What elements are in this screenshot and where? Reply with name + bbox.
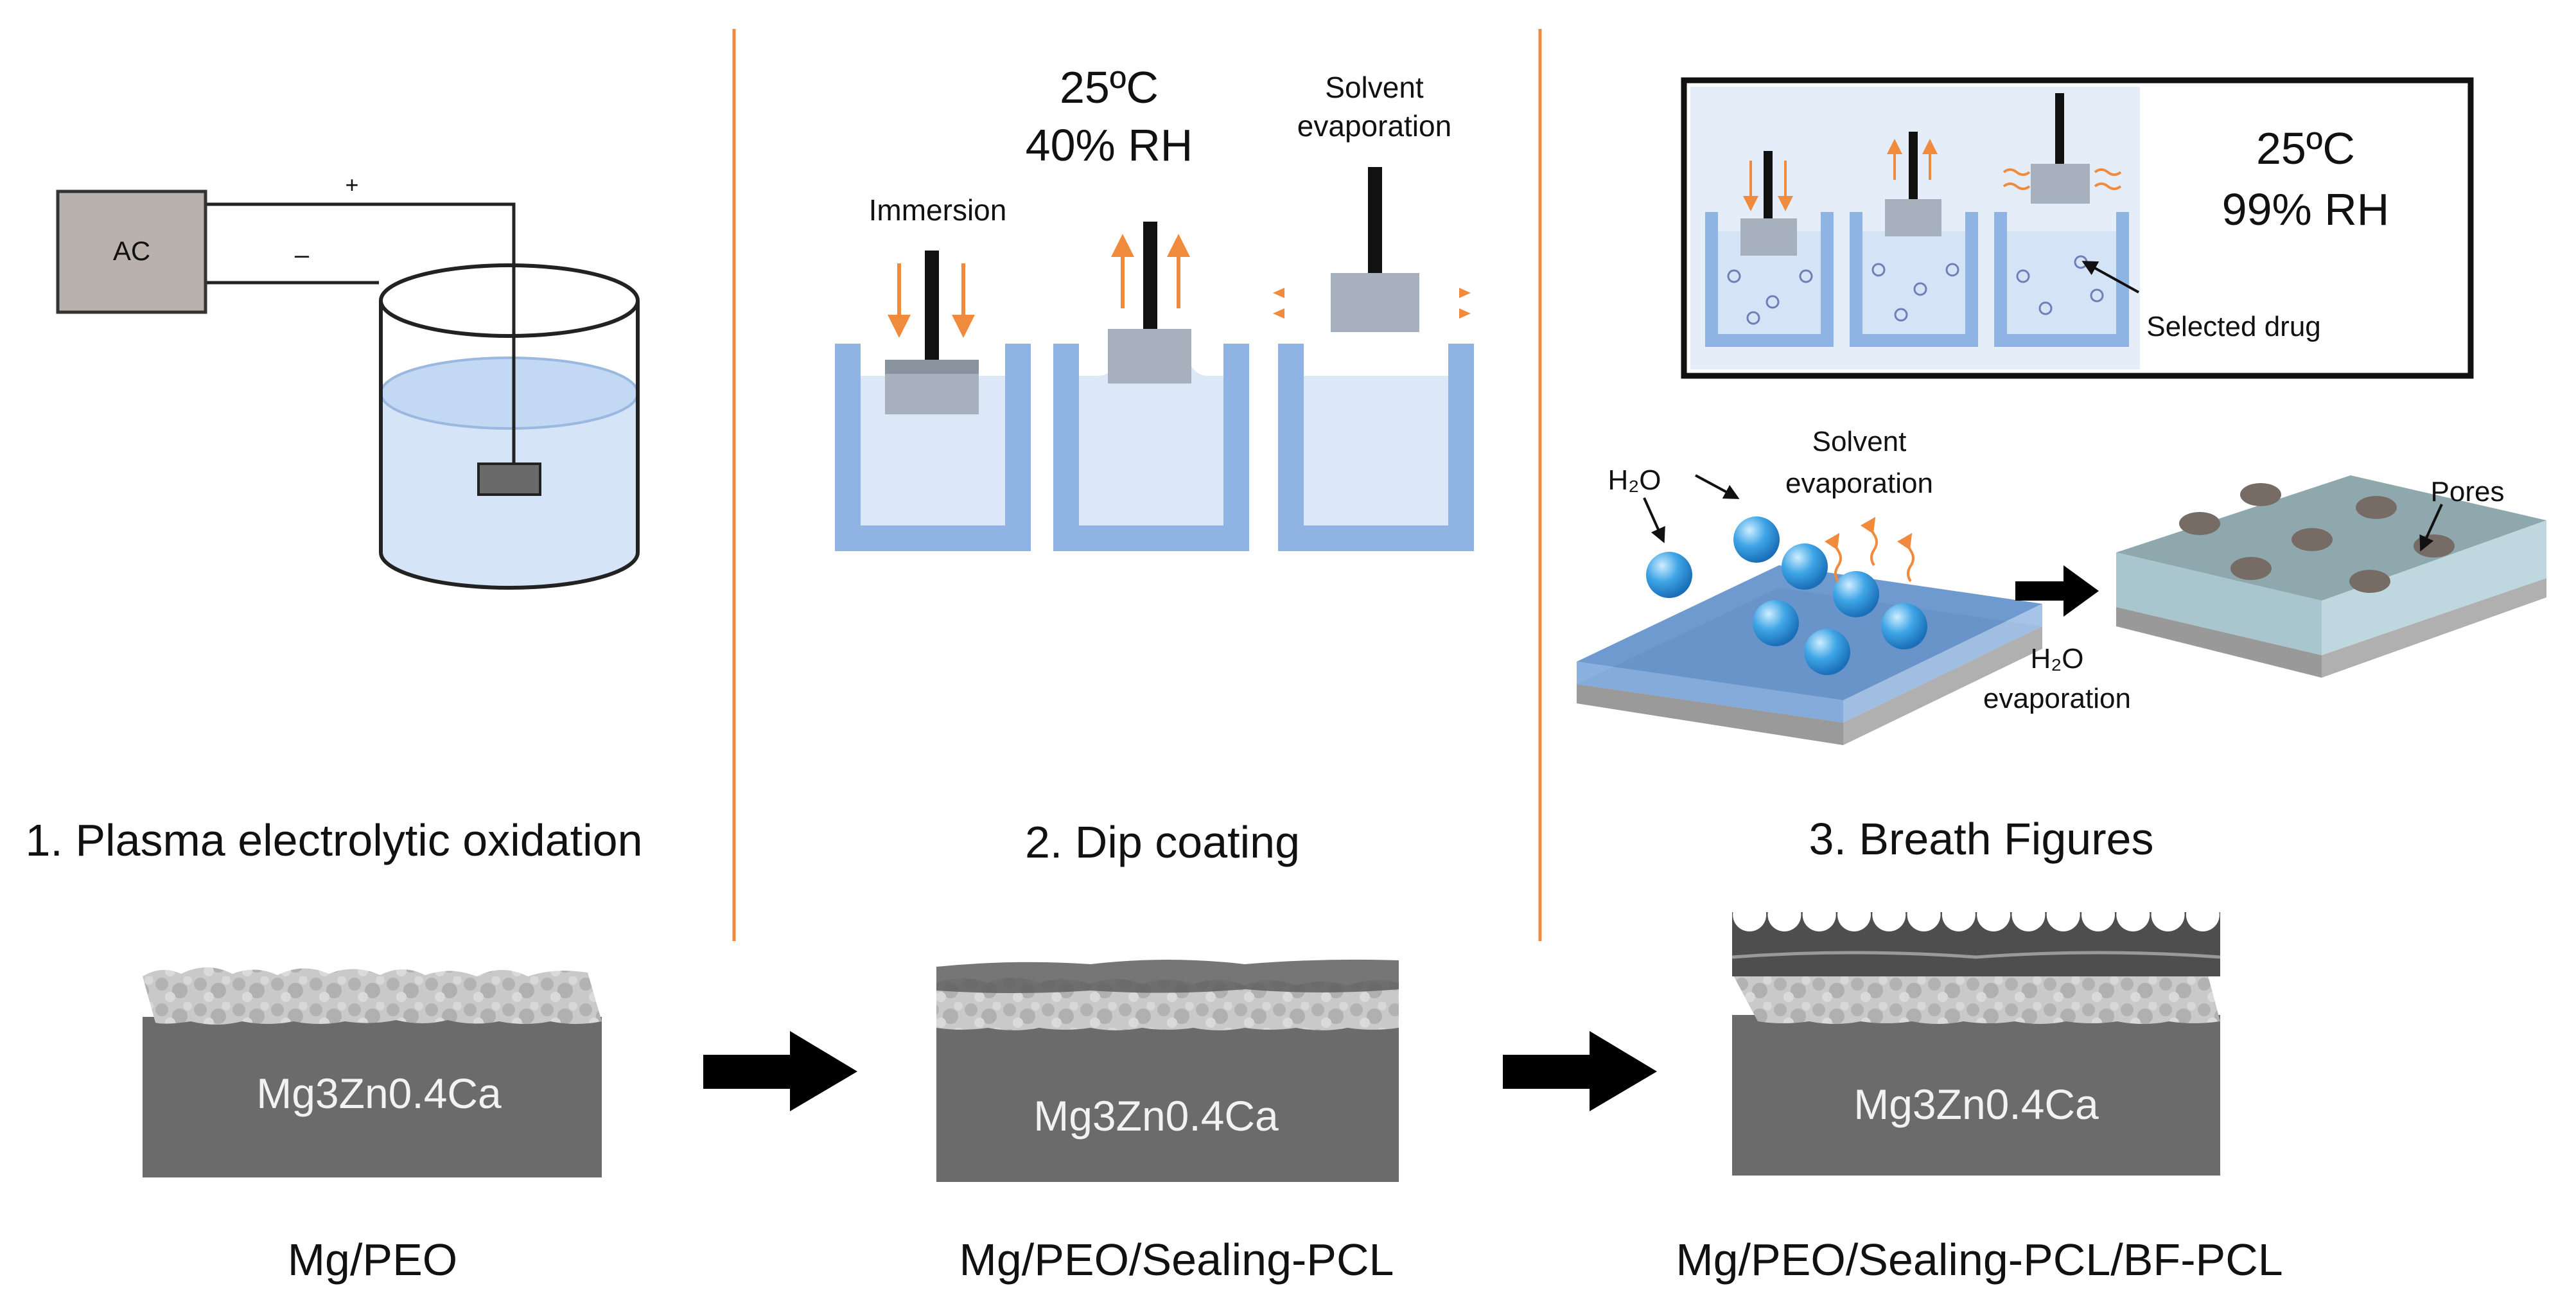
drug-label: Selected drug xyxy=(2146,311,2321,342)
peo-layer xyxy=(143,967,602,1025)
bf-pore xyxy=(2186,898,2220,931)
water-label: H₂O xyxy=(1608,464,1661,496)
step-title-dip: 2. Dip coating xyxy=(1025,817,1300,867)
mg-sample-electrode xyxy=(477,463,541,496)
immersion-label: Immersion xyxy=(869,193,1007,227)
dip-beaker-immersion xyxy=(835,251,1031,551)
ac-label: AC xyxy=(113,236,150,266)
plus-sign: + xyxy=(345,172,358,198)
water-evap-label-1: H₂O xyxy=(2030,643,2083,674)
bf-pore xyxy=(1837,898,1871,931)
bf-pore xyxy=(1733,898,1767,931)
bf-pore xyxy=(2081,898,2115,931)
temp-label-dip: 25ºC xyxy=(1060,62,1159,112)
water-pointer-1 xyxy=(1643,497,1665,543)
bf-beaker-immersion xyxy=(1705,151,1834,347)
sealing-line-bf xyxy=(1731,951,2221,959)
water-evap-label-2: evaporation xyxy=(1983,683,2131,714)
bf-pore xyxy=(2116,898,2150,931)
minus-sign: – xyxy=(295,241,310,269)
bf-pore xyxy=(1977,898,2011,931)
bf-pore-cutouts xyxy=(1733,898,2220,931)
electrolyte-surface xyxy=(380,357,639,430)
water-pointer-2 xyxy=(1695,474,1740,499)
beaker-body xyxy=(379,301,640,590)
dip-beaker-withdrawal xyxy=(1053,222,1249,551)
solvent-label-dip-1: Solvent xyxy=(1325,71,1424,104)
substrate-block xyxy=(143,1017,602,1177)
arrow-step1-to-step2 xyxy=(703,1031,857,1111)
peo-layer-bf xyxy=(1732,968,2220,1024)
panel-breath-figures: Selected drug 25ºC 99% RH H₂O Solvent ev… xyxy=(1577,77,2546,1285)
substrate-label-peo: Mg3Zn0.4Ca xyxy=(256,1070,502,1117)
drug-pointer-arrow xyxy=(2081,261,2139,294)
substrate-label-bf: Mg3Zn0.4Ca xyxy=(1853,1080,2099,1128)
bf-pore xyxy=(1802,898,1836,931)
beaker-rim xyxy=(379,263,640,338)
sample-label-dip: Mg/PEO/Sealing-PCL xyxy=(959,1235,1394,1285)
solvent-label-bf-2: evaporation xyxy=(1785,468,1933,499)
temp-label-bf: 25ºC xyxy=(2256,123,2355,173)
step-title-bf: 3. Breath Figures xyxy=(1809,814,2154,864)
bf-pore xyxy=(1767,898,1801,931)
bf-film-droplets xyxy=(1577,516,2042,745)
bf-pore xyxy=(2046,898,2080,931)
bf-pore xyxy=(1907,898,1941,931)
solvent-label-dip-2: evaporation xyxy=(1297,109,1451,143)
panel-dip-coating: 25ºC 40% RH Immersion Solvent evaporatio… xyxy=(835,62,1474,1285)
panel-peo: + – AC 1. Plasma electrolytic oxidation … xyxy=(26,172,643,1285)
sealing-pcl-layer xyxy=(936,959,1399,993)
bf-pore xyxy=(1941,898,1976,931)
sample-label-bf: Mg/PEO/Sealing-PCL/BF-PCL xyxy=(1676,1235,2282,1285)
substrate-block-dip xyxy=(936,1018,1399,1182)
pores-pointer xyxy=(2419,504,2443,552)
bf-pore xyxy=(1872,898,1906,931)
bf-film-porous xyxy=(2116,475,2546,678)
bf-pore xyxy=(2011,898,2046,931)
bf-pore xyxy=(2151,898,2185,931)
solvent-label-bf-1: Solvent xyxy=(1812,426,1907,457)
ac-power-source xyxy=(56,189,207,314)
humidity-label-bf: 99% RH xyxy=(2222,184,2390,234)
bf-pcl-layer xyxy=(1732,919,2220,976)
step-title-peo: 1. Plasma electrolytic oxidation xyxy=(26,815,643,865)
pores-label: Pores xyxy=(2431,476,2505,507)
dip-beaker-evaporation xyxy=(1273,167,1474,551)
substrate-block-bf xyxy=(1732,1015,2220,1176)
arrow-water-evaporation xyxy=(2015,565,2099,617)
substrate-label-dip: Mg3Zn0.4Ca xyxy=(1033,1092,1279,1140)
bf-beaker-withdrawal xyxy=(1850,132,1978,347)
humidity-label-dip: 40% RH xyxy=(1026,120,1193,170)
arrow-step2-to-step3 xyxy=(1503,1031,1657,1111)
bf-beaker-evaporation xyxy=(1994,93,2129,347)
sample-label-peo: Mg/PEO xyxy=(288,1235,458,1285)
